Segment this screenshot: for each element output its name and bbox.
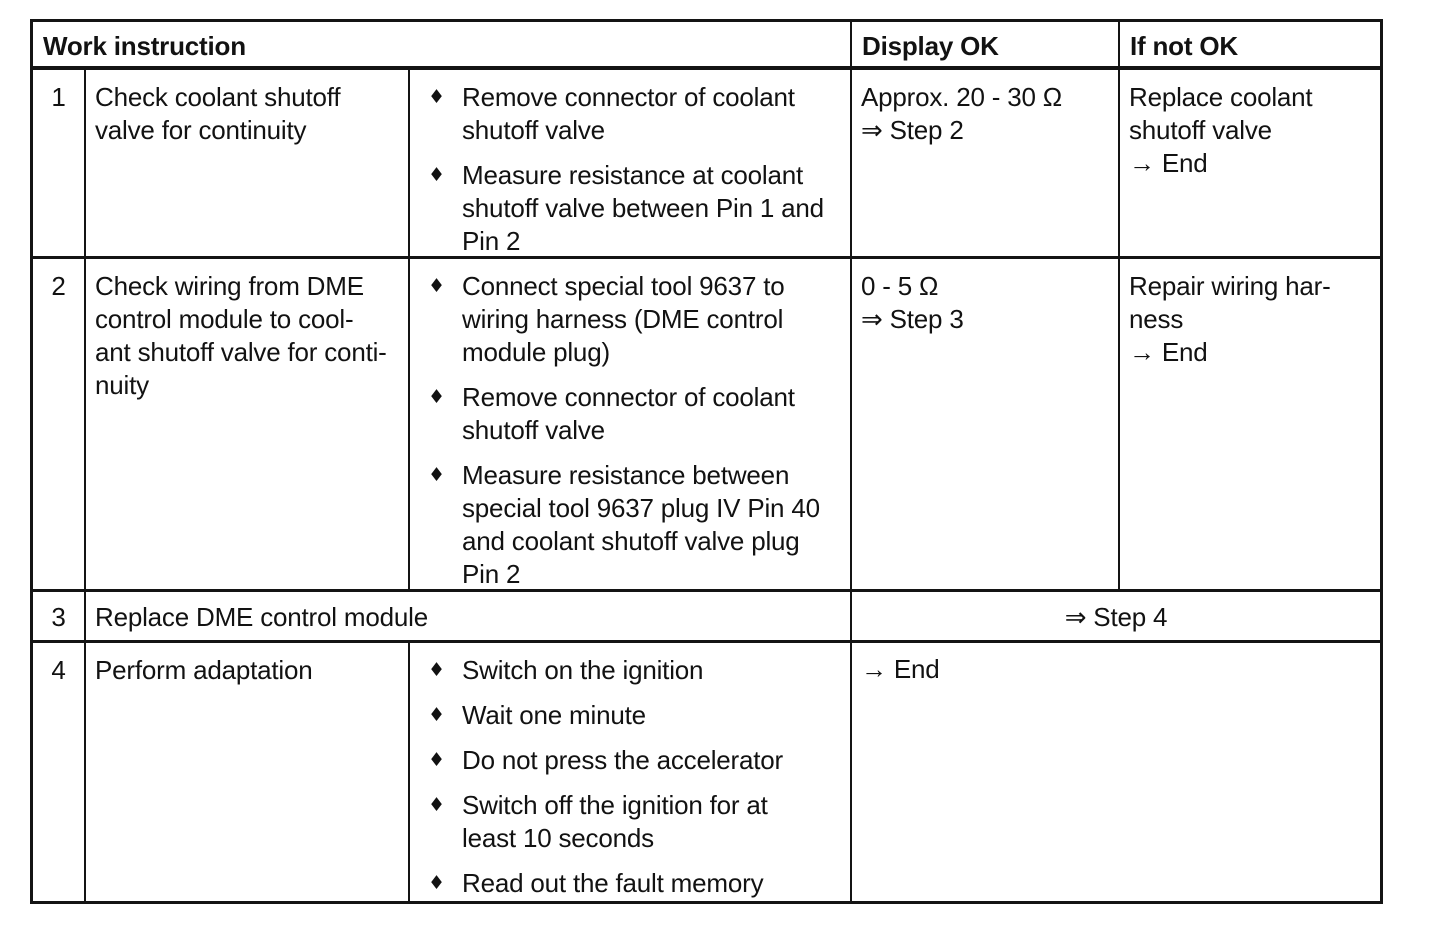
if-not-ok-cell: Repair wiring har- ness → End — [1120, 259, 1380, 592]
if-not-ok-cell: Replace coolant shutoff valve → End — [1120, 70, 1380, 259]
diamond-bullet-icon: ♦ — [428, 749, 445, 771]
diamond-bullet-icon: ♦ — [428, 86, 445, 108]
step-number: 2 — [33, 259, 86, 592]
diamond-bullet-icon: ♦ — [428, 386, 445, 408]
action-text: Switch on the ignition — [462, 655, 704, 685]
diamond-bullet-icon: ♦ — [428, 464, 445, 486]
display-ok-cell: Approx. 20 - 30 Ω ⇒ Step 2 — [852, 70, 1120, 259]
instruction-cell: Perform adaptation — [86, 643, 410, 901]
action-item: ♦ Measure resistance at coolant shutoff … — [426, 159, 846, 256]
header-work-instruction: Work instruction — [33, 22, 852, 70]
action-item: ♦ Remove connector of coolant shutoff va… — [426, 381, 846, 447]
action-item: ♦ Switch on the ignition — [426, 654, 846, 687]
action-text: Switch off the ignition for at least 10 … — [462, 790, 768, 853]
action-item: ♦ Connect special tool 9637 to wiring ha… — [426, 270, 846, 369]
step-number: 4 — [33, 643, 86, 901]
actions-cell: ♦ Remove connector of coolant shutoff va… — [410, 70, 852, 259]
display-ok-cell: 0 - 5 Ω ⇒ Step 3 — [852, 259, 1120, 592]
diamond-bullet-icon: ♦ — [428, 794, 445, 816]
header-display-ok: Display OK — [852, 22, 1120, 70]
action-text: Wait one minute — [462, 700, 646, 730]
result-cell: ⇒ Step 4 — [852, 592, 1380, 643]
action-text: Remove connector of coolant shutoff valv… — [462, 382, 795, 445]
header-if-not-ok: If not OK — [1120, 22, 1380, 70]
action-text: Measure resistance at coolant shutoff va… — [462, 160, 824, 256]
diamond-bullet-icon: ♦ — [428, 872, 445, 894]
diamond-bullet-icon: ♦ — [428, 164, 445, 186]
diamond-bullet-icon: ♦ — [428, 704, 445, 726]
action-text: Measure resistance between special tool … — [462, 460, 820, 589]
result-cell: → End — [861, 654, 940, 684]
actions-cell: ♦ Switch on the ignition ♦ Wait one minu… — [410, 643, 852, 901]
instruction-cell: Check wiring from DME control module to … — [86, 259, 410, 592]
action-item: ♦ Wait one minute — [426, 699, 846, 732]
instruction-cell: Replace DME control module — [86, 592, 852, 643]
step-number: 1 — [33, 70, 86, 259]
action-text: Do not press the accelerator — [462, 745, 784, 775]
action-item: ♦ Remove connector of coolant shutoff va… — [426, 81, 846, 147]
diamond-bullet-icon: ♦ — [428, 275, 445, 297]
action-text: Read out the fault memory — [462, 868, 764, 898]
action-item: ♦ Switch off the ignition for at least 1… — [426, 789, 846, 855]
action-item: ♦ Do not press the accelerator — [426, 744, 846, 777]
action-item: ♦ Read out the fault memory — [426, 867, 846, 900]
instruction-cell: Check coolant shutoff valve for continui… — [86, 70, 410, 259]
action-text: Remove connector of coolant shutoff valv… — [462, 82, 795, 145]
work-instruction-table: Work instruction Display OK If not OK 1 … — [30, 19, 1383, 904]
step-number: 3 — [33, 592, 86, 643]
diamond-bullet-icon: ♦ — [428, 659, 445, 681]
action-text: Connect special tool 9637 to wiring harn… — [462, 271, 785, 367]
action-item: ♦ Measure resistance between special too… — [426, 459, 846, 589]
actions-cell: ♦ Connect special tool 9637 to wiring ha… — [410, 259, 852, 592]
